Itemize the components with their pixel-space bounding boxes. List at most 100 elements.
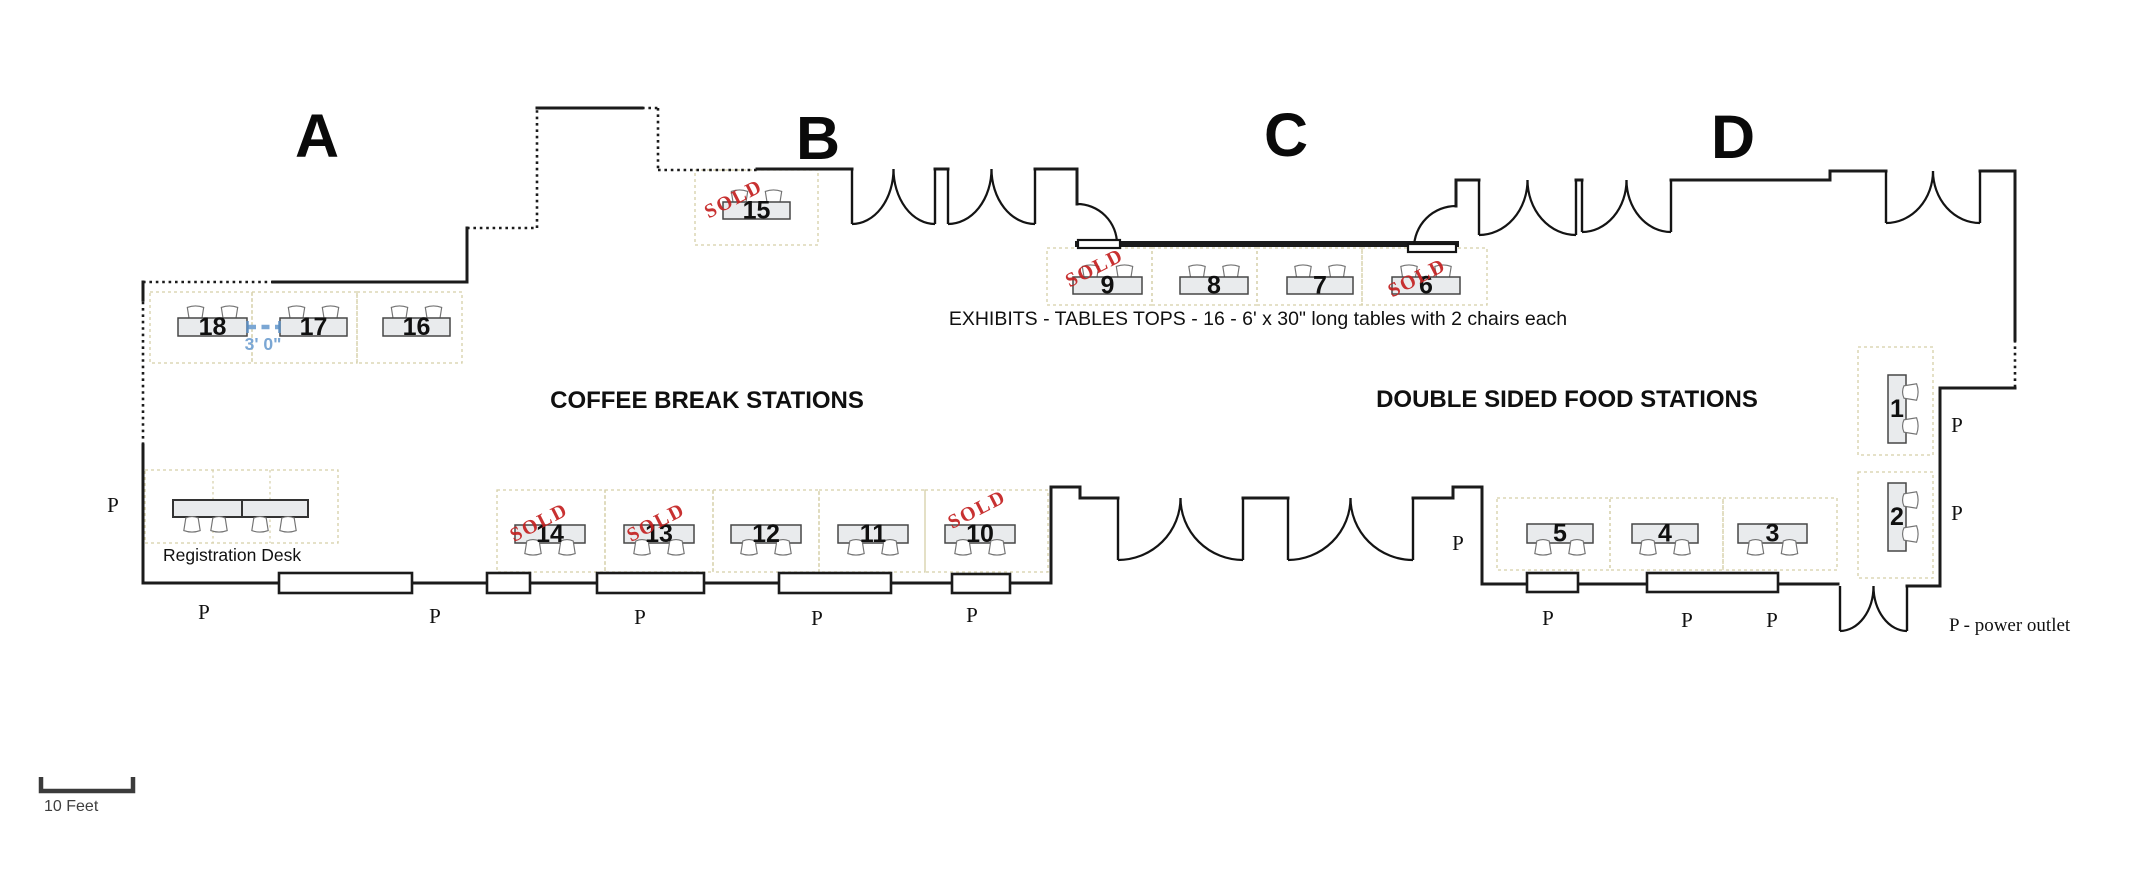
table-number: 16 (403, 313, 431, 341)
double-door (946, 168, 1037, 226)
table-number: 17 (300, 313, 328, 341)
booth-table-11[interactable]: 11 (837, 520, 909, 556)
chair-icon (1673, 538, 1691, 556)
power-outlet-marker: P (1542, 606, 1554, 630)
table-number: 3 (1766, 520, 1780, 548)
power-outlet-marker: P (107, 493, 119, 517)
chair-icon (847, 538, 865, 556)
chair-icon (740, 538, 758, 556)
booth-table-17[interactable]: 17 (279, 305, 348, 341)
section-letter-A: A (295, 102, 339, 170)
chair-icon (1534, 538, 1552, 556)
chair-icon (1901, 417, 1919, 435)
registration-label: Registration Desk (163, 545, 301, 565)
power-outlet-marker: P (634, 605, 646, 629)
booth-outline (1722, 497, 1838, 571)
door-swing-arc (1117, 497, 1182, 562)
table-number: 14 (536, 520, 564, 548)
table (1286, 276, 1354, 295)
table (837, 524, 909, 544)
booth-table-8[interactable]: 8 (1179, 264, 1249, 300)
wall-window (595, 571, 706, 595)
dimension-annotation: 3' 0" (245, 321, 281, 354)
table-number: 8 (1207, 272, 1221, 300)
chair-icon (1746, 538, 1765, 556)
chair-icon (1639, 538, 1657, 556)
door-swing-arc (990, 168, 1036, 226)
table (944, 524, 1016, 544)
door-swing-arc (1179, 497, 1244, 562)
power-outlet-marker: P (966, 603, 978, 627)
chair-icon (988, 538, 1006, 556)
table-number: 2 (1890, 503, 1904, 531)
door-swing-arc (851, 168, 895, 226)
table-number: 5 (1553, 520, 1567, 548)
wall-window (1645, 571, 1780, 594)
booth-outline (496, 489, 606, 573)
booth-table-16[interactable]: 16 (382, 305, 451, 341)
booth-table-18[interactable]: 18 (177, 305, 248, 341)
single-door (1406, 204, 1458, 254)
table (1737, 523, 1808, 544)
booth-table-2[interactable]: 2 (1887, 482, 1919, 552)
registration-desk[interactable] (172, 499, 309, 533)
doors-group (850, 168, 1982, 633)
chair-icon (1901, 491, 1919, 509)
booth-table-1[interactable]: 1 (1887, 374, 1919, 444)
power-outlet-marker: P (429, 604, 441, 628)
booth-outline (144, 469, 339, 544)
table-number: 10 (966, 520, 994, 548)
door-jamb (1076, 238, 1122, 250)
coffee-label: COFFEE BREAK STATIONS (550, 387, 864, 414)
double-door (1477, 179, 1578, 237)
windows-group (277, 571, 1780, 595)
double-door (850, 168, 937, 226)
door-swing-arc (1287, 497, 1352, 562)
power-outlet-legend: P - power outlet (1949, 615, 2071, 636)
booth-outline (356, 291, 463, 364)
booth-table-4[interactable]: 4 (1631, 520, 1699, 556)
table (514, 524, 586, 544)
wall-window (277, 571, 414, 595)
annotations-group: P - power outlet 10 Feet 3' 0" (38, 321, 2071, 815)
section-letter-C: C (1264, 101, 1308, 169)
table (1887, 374, 1907, 444)
scale-bar-bracket (38, 777, 136, 794)
chair-icon (1901, 383, 1919, 401)
booth-outline (712, 489, 820, 573)
booth-table-5[interactable]: 5 (1526, 520, 1594, 556)
door-swing-arc (1526, 179, 1577, 237)
table-number: 12 (752, 520, 780, 548)
table-number: 11 (860, 520, 887, 548)
power-outlet-marker: P (1766, 608, 1778, 632)
door-swing-arc (1839, 585, 1875, 633)
sold-stamp: SOLD (1384, 254, 1450, 302)
registration-table (241, 499, 309, 518)
wall-window (485, 571, 532, 595)
table (1631, 523, 1699, 544)
table-number: 13 (645, 520, 673, 548)
chair-icon (1568, 538, 1586, 556)
chair-icon (183, 515, 201, 533)
chair-icon (524, 538, 542, 556)
chair-icon (210, 515, 228, 533)
door-swing-arc (1478, 179, 1529, 237)
door-swing-arc (1872, 585, 1908, 633)
booth-outline (251, 291, 358, 364)
booth-table-3[interactable]: 3 (1737, 520, 1808, 556)
booth-table-12[interactable]: 12 (730, 520, 802, 556)
food-label: DOUBLE SIDED FOOD STATIONS (1376, 386, 1758, 413)
scale-bar: 10 Feet (38, 777, 136, 815)
double-door (1580, 179, 1673, 234)
double-door (1286, 497, 1415, 562)
booth-table-7[interactable]: 7 (1286, 264, 1354, 300)
table-number: 18 (199, 313, 227, 341)
